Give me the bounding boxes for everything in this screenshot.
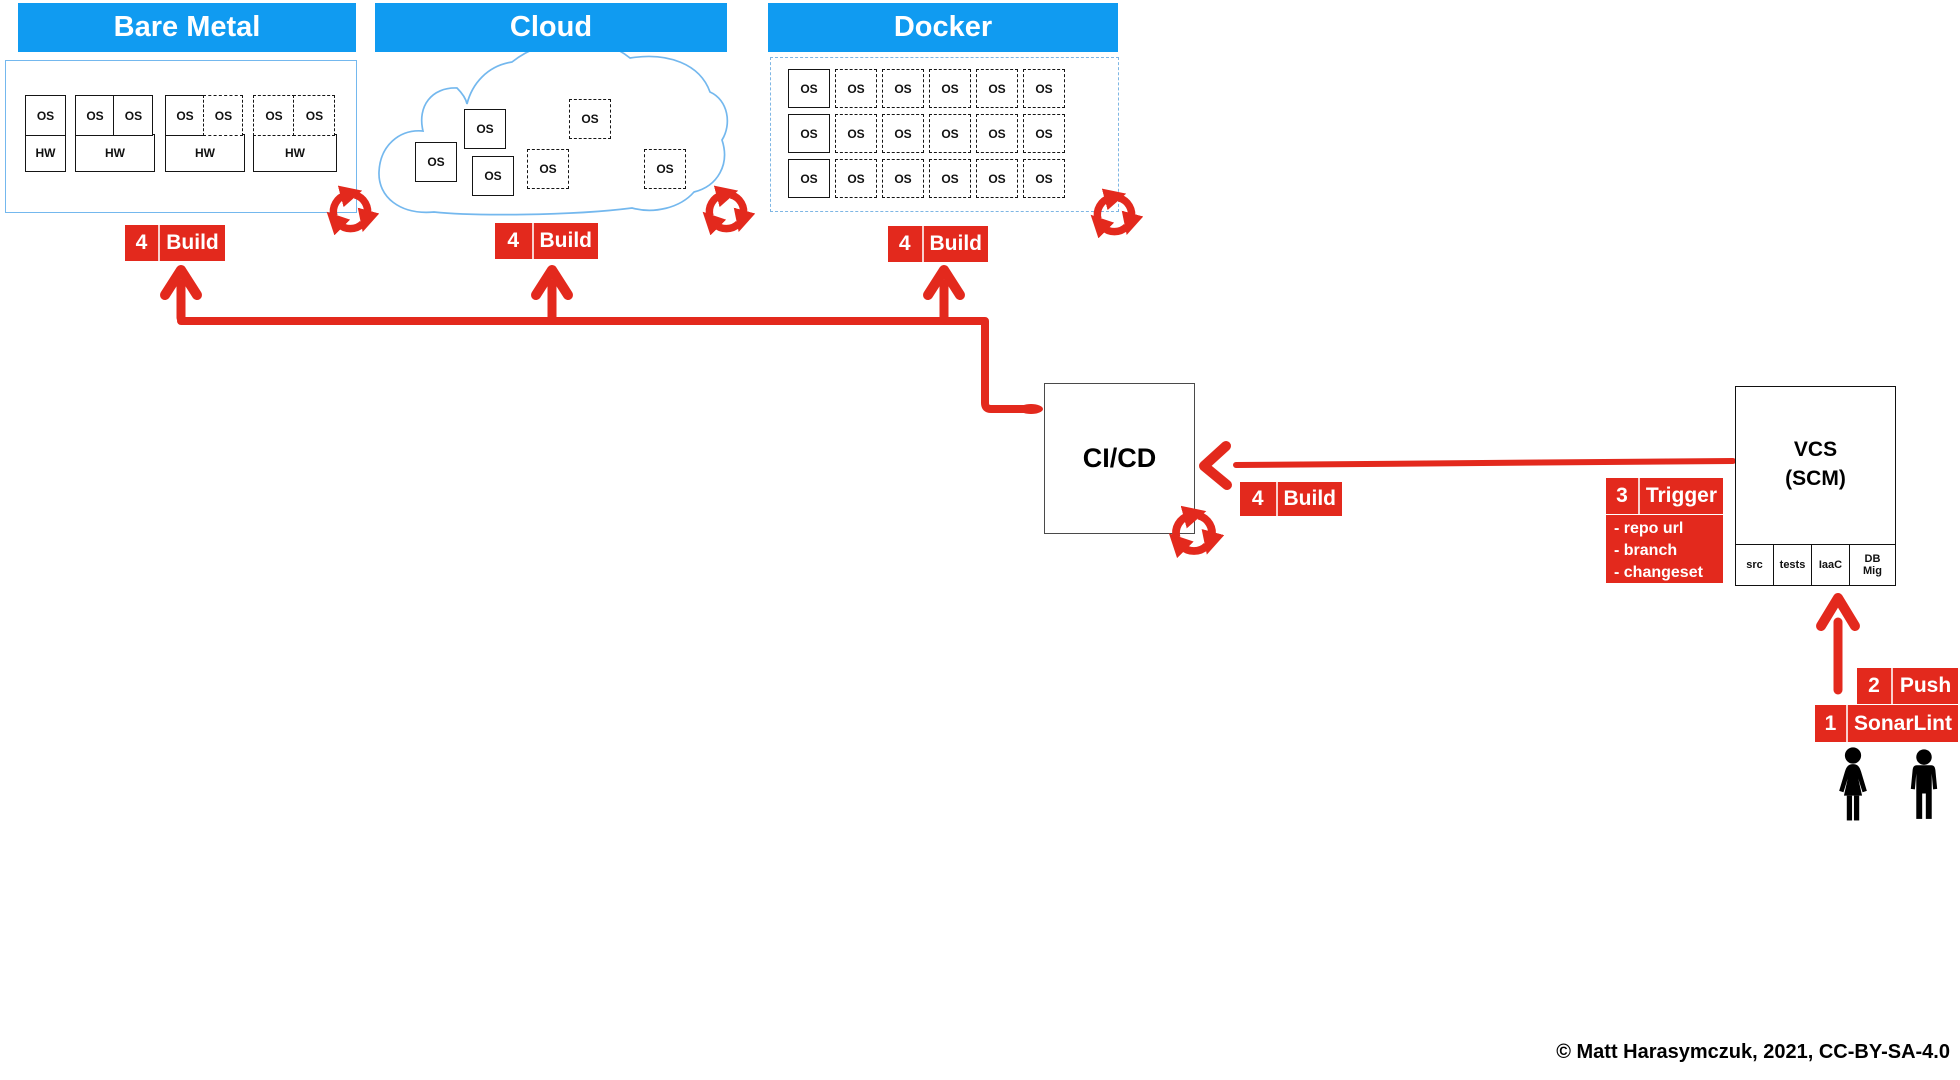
trigger-detail-item: - branch	[1614, 542, 1678, 559]
hw-box: HW	[25, 134, 66, 173]
push-step-text: Push	[1899, 674, 1952, 697]
build-label: 4 Build	[888, 226, 988, 262]
pipeline-line	[160, 265, 1860, 695]
bare-metal-panel	[5, 60, 357, 213]
os-box: OS	[527, 149, 569, 189]
build-label: 4 Build	[495, 223, 598, 259]
os-box: OS	[415, 142, 457, 182]
trigger-label: 3 Trigger	[1606, 478, 1723, 514]
trigger-detail-item: - changeset	[1614, 564, 1703, 581]
build-step-number: 4	[1240, 482, 1278, 516]
os-box: OS	[75, 95, 115, 136]
os-box: OS	[976, 69, 1018, 108]
server-stack: OS OS HW	[165, 95, 245, 173]
os-box: OS	[1023, 159, 1065, 198]
sonarlint-label: 1 SonarLint	[1815, 705, 1958, 742]
vcs-compartments: src tests IaaC DB Mig	[1736, 544, 1895, 585]
os-box: OS	[203, 95, 244, 136]
os-box: OS	[788, 159, 830, 198]
vcs-compartment: tests	[1773, 545, 1811, 585]
os-box: OS	[835, 69, 877, 108]
docker-os-grid: OS OS OS OS OS OS OS OS OS OS OS OS OS O…	[788, 69, 1065, 198]
os-box: OS	[882, 114, 924, 153]
os-box: OS	[253, 95, 295, 136]
build-step-text: Build	[539, 229, 593, 252]
vcs-name: VCS	[1793, 438, 1838, 461]
recycle-icon	[698, 183, 755, 240]
build-step-number: 4	[125, 225, 160, 261]
vcs-subtitle: (SCM)	[1785, 467, 1846, 490]
hw-box: HW	[75, 134, 155, 173]
man-icon	[1910, 749, 1938, 819]
bare-metal-header: Bare Metal	[18, 3, 356, 52]
cloud-header: Cloud	[375, 3, 727, 52]
os-box: OS	[644, 149, 686, 189]
os-box: OS	[472, 156, 514, 196]
build-label: 4 Build	[125, 225, 225, 261]
line-end-blob	[1019, 404, 1043, 414]
recycle-icon	[1164, 503, 1224, 563]
trigger-details: - repo url - branch - changeset	[1606, 515, 1723, 583]
build-step-text: Build	[1283, 487, 1337, 510]
os-box: OS	[835, 159, 877, 198]
vcs-compartment: DB Mig	[1849, 545, 1895, 585]
os-box: OS	[929, 114, 971, 153]
vcs-compartment: src	[1746, 559, 1763, 571]
build-label: 4 Build	[1240, 482, 1342, 516]
os-box: OS	[293, 95, 336, 136]
server-stack: OS HW	[25, 95, 66, 173]
vcs-title: VCS (SCM)	[1736, 435, 1895, 493]
os-box: OS	[165, 95, 205, 136]
server-stack: OS OS HW	[253, 95, 337, 173]
sonarlint-step-text: SonarLint	[1854, 711, 1952, 735]
copyright-text: © Matt Harasymczuk, 2021, CC-BY-SA-4.0	[1556, 1041, 1950, 1063]
cicd-box: CI/CD	[1044, 383, 1195, 534]
os-box: OS	[976, 114, 1018, 153]
build-step-number: 4	[495, 223, 534, 259]
os-box: OS	[788, 114, 830, 153]
build-step-text: Build	[166, 231, 219, 254]
os-box: OS	[1023, 114, 1065, 153]
push-label: 2 Push	[1857, 668, 1958, 704]
build-step-number: 4	[888, 226, 924, 262]
trigger-step-text: Trigger	[1645, 484, 1717, 507]
os-box: OS	[929, 159, 971, 198]
docker-panel: OS OS OS OS OS OS OS OS OS OS OS OS OS O…	[770, 57, 1119, 212]
os-box: OS	[25, 95, 66, 136]
sonarlint-step-number: 1	[1815, 705, 1848, 742]
recycle-icon	[322, 183, 379, 240]
os-box: OS	[569, 99, 611, 139]
trigger-detail-item: - repo url	[1614, 520, 1684, 537]
os-box: OS	[882, 159, 924, 198]
os-box: OS	[113, 95, 154, 136]
os-box: OS	[882, 69, 924, 108]
recycle-icon	[1086, 186, 1143, 243]
os-box: OS	[1023, 69, 1065, 108]
push-step-number: 2	[1857, 668, 1893, 704]
vcs-box: VCS (SCM) src tests IaaC DB Mig	[1735, 386, 1896, 586]
docker-header: Docker	[768, 3, 1118, 52]
os-box: OS	[835, 114, 877, 153]
woman-icon	[1839, 747, 1867, 821]
build-step-text: Build	[929, 232, 983, 255]
os-box: OS	[788, 69, 830, 108]
hw-box: HW	[165, 134, 245, 173]
os-box: OS	[464, 109, 506, 149]
server-stack: OS OS HW	[75, 95, 155, 173]
vcs-compartment: IaaC	[1811, 545, 1849, 585]
os-box: OS	[976, 159, 1018, 198]
hw-box: HW	[253, 134, 337, 173]
os-box: OS	[929, 69, 971, 108]
trigger-step-number: 3	[1606, 478, 1640, 514]
